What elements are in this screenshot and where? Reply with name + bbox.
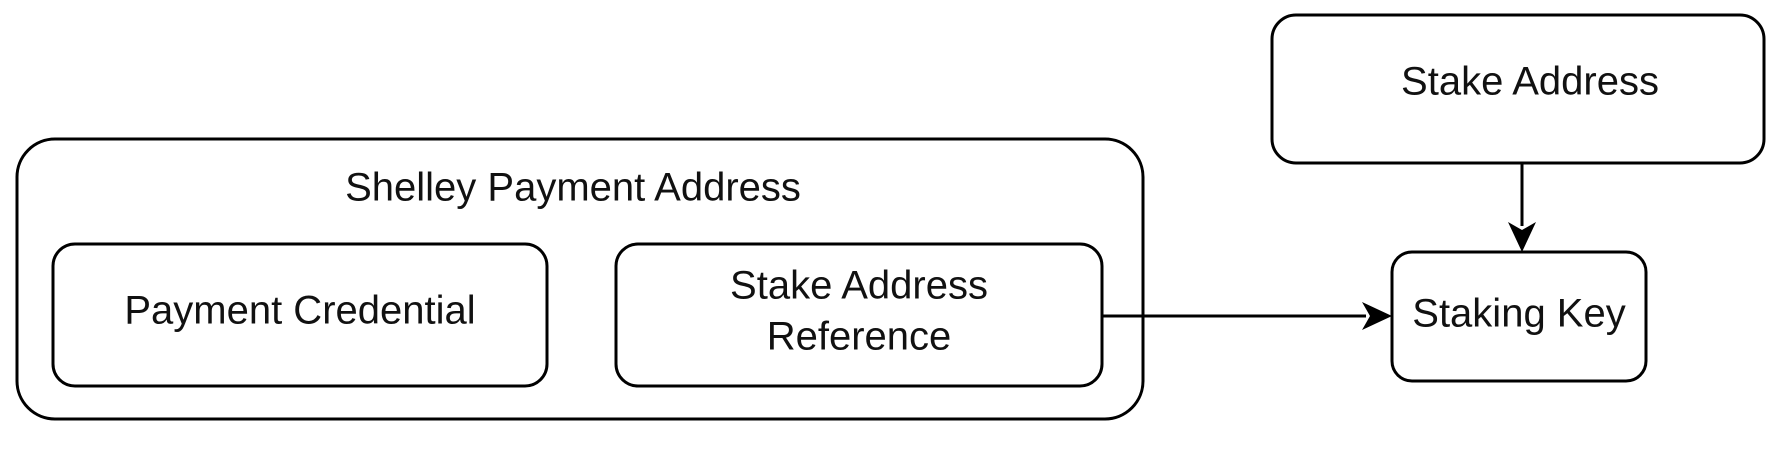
staking-key-box xyxy=(1390,250,1648,383)
payment-credential-node: Payment Credential xyxy=(51,242,549,388)
stake-address-reference-node: Stake Address Reference xyxy=(614,242,1104,388)
edge-reference-to-staking-key xyxy=(1102,302,1392,330)
stake-address-box xyxy=(1270,13,1766,165)
payment-credential-box xyxy=(51,242,549,388)
payment-credential-label: Payment Credential xyxy=(124,289,475,333)
stake-address-label: Stake Address xyxy=(1401,60,1659,104)
arrowhead-down-icon xyxy=(1508,222,1536,252)
arrowhead-right-icon xyxy=(1362,302,1392,330)
edge-stake-address-to-staking-key xyxy=(1508,163,1536,252)
shelley-payment-address-label: Shelley Payment Address xyxy=(345,166,801,210)
staking-key-node: Staking Key xyxy=(1390,250,1648,383)
stake-address-reference-label-line1: Stake Address xyxy=(730,264,988,308)
stake-address-node: Stake Address xyxy=(1270,13,1766,165)
staking-key-label: Staking Key xyxy=(1412,292,1625,336)
stake-address-reference-label-line2: Reference xyxy=(767,315,952,359)
